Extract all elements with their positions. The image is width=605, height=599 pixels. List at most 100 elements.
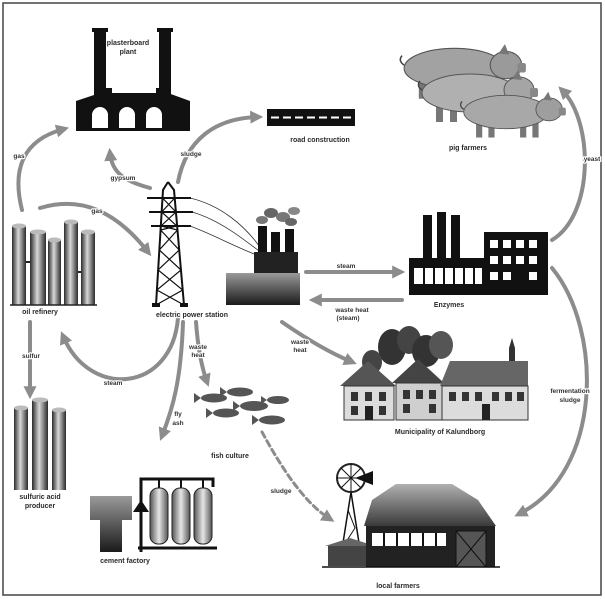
- fish-tail: [261, 396, 267, 404]
- flow-label-waste-heat-from-enzymes-line2: (steam): [336, 315, 359, 322]
- flow-label-waste-heat-to-fish: waste: [188, 344, 207, 351]
- house-roof: [392, 359, 444, 383]
- window: [449, 392, 456, 401]
- pig-tail: [417, 80, 423, 91]
- chimney: [285, 229, 294, 274]
- smoke: [256, 216, 268, 224]
- chimney: [94, 30, 106, 96]
- fish-tail: [233, 401, 240, 411]
- flow-label-fermentation-sludge: fermentation: [550, 388, 589, 395]
- pig-tail: [459, 101, 465, 110]
- pig-head: [535, 97, 563, 122]
- smoke: [264, 208, 278, 218]
- tank-top: [48, 237, 61, 243]
- chimney: [159, 30, 171, 96]
- tank-top: [14, 405, 28, 411]
- arrow-fly-ash-to-cement: [158, 320, 185, 441]
- pig-farmers-label: pig farmers: [449, 145, 487, 152]
- window: [503, 256, 511, 264]
- power-station-icon: [226, 207, 300, 305]
- shed: [328, 546, 372, 566]
- pylon-lattice: [155, 229, 184, 306]
- fish-tail: [252, 415, 259, 425]
- refinery-tank: [64, 222, 78, 305]
- window: [416, 390, 423, 399]
- house-roof: [340, 361, 396, 386]
- pig-body: [463, 94, 549, 130]
- pylon-icon: [147, 181, 193, 307]
- municipality-label: Municipality of Kalundborg: [395, 429, 485, 436]
- arched-window: [92, 107, 108, 128]
- hall-roof: [440, 361, 528, 386]
- plasterboard-plant-label: plasterboard: [107, 40, 149, 47]
- arrow-gas-to-plasterboard: [16, 124, 70, 212]
- windmill-vane: [355, 471, 373, 485]
- smoke: [285, 218, 297, 226]
- plasterboard-plant-label-line2: plant: [120, 49, 137, 56]
- conveyor-head: [133, 500, 149, 512]
- pig-ear: [498, 44, 510, 55]
- fish-body: [213, 408, 239, 418]
- arrow-gas-to-power-station: [38, 201, 152, 257]
- tank-top: [12, 223, 26, 229]
- pipe-frame: [139, 477, 215, 552]
- municipality-icon: [340, 326, 529, 421]
- fish-icon: [194, 387, 289, 425]
- pylon-lattice: [160, 197, 179, 231]
- cement-tank: [193, 487, 213, 545]
- window: [379, 392, 386, 401]
- cement-tank: [171, 487, 191, 545]
- electric-power-station-label: electric power station: [156, 312, 228, 319]
- station-block: [254, 252, 298, 274]
- refinery-tank: [48, 240, 61, 305]
- flow-label-yeast: yeast: [584, 156, 601, 163]
- road-construction-label: road construction: [290, 137, 350, 144]
- chimney-cap: [157, 28, 173, 32]
- fish-tail: [206, 408, 213, 418]
- arrow-yeast: [550, 86, 587, 242]
- oil-refinery-icon: [10, 219, 97, 306]
- barn-roof: [364, 484, 496, 526]
- sulfuric-acid-producer-label-line2: producer: [25, 503, 56, 510]
- flow-label-steam-to-refinery: steam: [104, 380, 123, 387]
- station-base: [226, 273, 300, 305]
- smoke: [288, 207, 300, 215]
- fish: [261, 396, 289, 404]
- pig-leg: [450, 106, 457, 122]
- sulfuric-acid-producer-label: sulfuric acid: [19, 494, 60, 501]
- tower: [423, 215, 432, 260]
- window: [505, 392, 512, 401]
- fish-tail: [220, 387, 227, 397]
- flow-label-gypsum: gypsum: [111, 175, 136, 182]
- flow-label-waste-heat-to-fish-line2: heat: [191, 352, 205, 359]
- fish: [220, 387, 253, 397]
- house-wall: [395, 382, 443, 421]
- pig: [459, 91, 566, 138]
- window: [529, 272, 537, 280]
- pig-leg: [476, 121, 483, 138]
- fish-tail: [194, 393, 201, 403]
- flow-arrows: [16, 86, 589, 522]
- farm-icon: [322, 463, 500, 568]
- pig-leg: [520, 123, 527, 138]
- arrow-sludge-to-road: [176, 110, 264, 184]
- window: [503, 272, 511, 280]
- flow-labels: gas gas gypsum sludge steam waste heat (…: [12, 150, 602, 497]
- flow-label-fly-ash: fly: [174, 411, 182, 418]
- flow-label-waste-heat-to-municipality-line2: heat: [293, 347, 307, 354]
- arched-window: [146, 107, 162, 128]
- flow-label-waste-heat-to-municipality: waste: [290, 339, 309, 346]
- window: [503, 240, 511, 248]
- pylon-leg: [155, 181, 169, 306]
- acid-tank: [14, 408, 28, 490]
- enzymes-plant-icon: [409, 212, 548, 295]
- window: [365, 392, 372, 401]
- pig-ear: [542, 91, 552, 101]
- flow-label-gas-to-plasterboard: gas: [13, 153, 25, 160]
- flow-label-sulfur: sulfur: [22, 353, 41, 360]
- window: [475, 392, 482, 401]
- pig-snout: [517, 63, 526, 73]
- pig-leg: [436, 104, 443, 122]
- arrow-sludge-to-farmers: [260, 430, 335, 522]
- tank-top: [32, 397, 48, 403]
